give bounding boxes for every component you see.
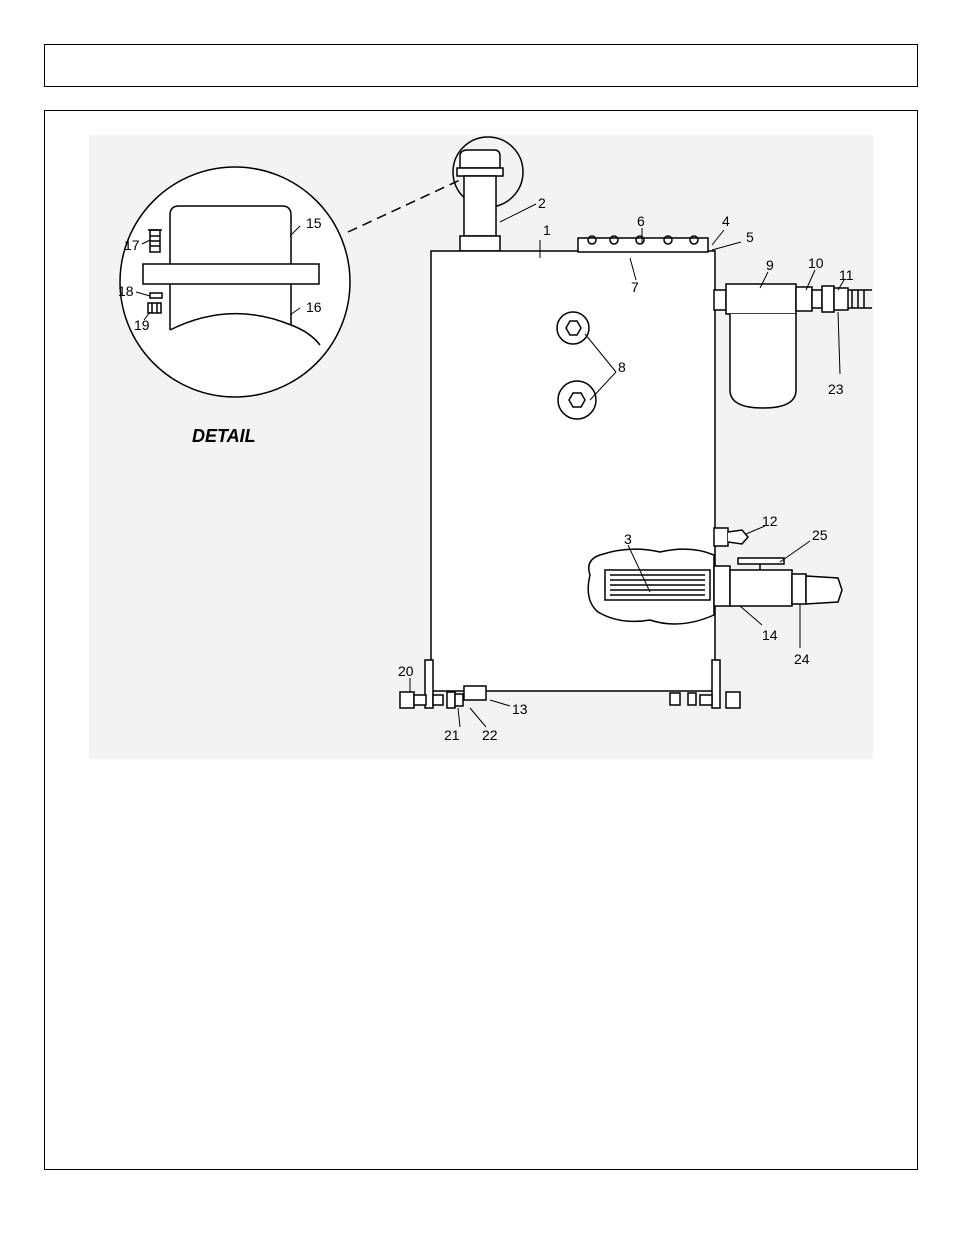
callout-12: 12 xyxy=(762,513,778,529)
callout-10: 10 xyxy=(808,255,824,271)
filter-head xyxy=(725,283,797,315)
filter-canister xyxy=(729,314,797,409)
callout-16: 16 xyxy=(306,299,322,315)
callout-1: 1 xyxy=(543,222,551,238)
callout-21: 21 xyxy=(444,727,460,743)
callout-9: 9 xyxy=(766,257,774,273)
callout-14: 14 xyxy=(762,627,778,643)
breather-cap xyxy=(459,149,501,169)
detail-label: DETAIL xyxy=(192,426,256,446)
callout-24: 24 xyxy=(794,651,810,667)
top-cover-plate xyxy=(577,237,709,253)
shutoff-valve xyxy=(729,569,793,607)
main-content-box xyxy=(44,110,918,1170)
callout-6: 6 xyxy=(637,213,645,229)
callout-3: 3 xyxy=(624,531,632,547)
callout-15: 15 xyxy=(306,215,322,231)
drain-plug xyxy=(463,685,487,701)
tank-body xyxy=(430,250,716,692)
detail-flange xyxy=(142,263,320,285)
callout-11: 11 xyxy=(839,267,854,283)
callout-17: 17 xyxy=(124,237,140,253)
detail-nut-19 xyxy=(147,302,162,314)
callout-5: 5 xyxy=(746,229,754,245)
callout-23: 23 xyxy=(828,381,844,397)
valve-handle xyxy=(737,557,785,565)
hose-barb xyxy=(805,575,843,605)
detail-cap xyxy=(169,205,292,272)
callout-25: 25 xyxy=(812,527,828,543)
detail-washer-18 xyxy=(149,292,163,299)
sight-gauge-upper xyxy=(556,311,590,345)
breather-neck xyxy=(463,175,497,237)
page-header-box xyxy=(44,44,918,87)
sight-gauge-lower xyxy=(557,380,597,420)
callout-13: 13 xyxy=(512,701,528,717)
breather-base xyxy=(459,235,501,252)
callout-22: 22 xyxy=(482,727,498,743)
callout-4: 4 xyxy=(722,213,730,229)
detail-leader-dashed xyxy=(347,179,461,233)
callout-18: 18 xyxy=(118,283,134,299)
detail-neck xyxy=(169,284,292,330)
detail-break-line xyxy=(169,312,321,346)
callout-2: 2 xyxy=(538,195,546,211)
callout-7: 7 xyxy=(631,279,639,295)
callout-8: 8 xyxy=(618,359,626,375)
callout-20: 20 xyxy=(398,663,414,679)
fitting-12 xyxy=(727,529,749,545)
callout-19: 19 xyxy=(134,317,150,333)
